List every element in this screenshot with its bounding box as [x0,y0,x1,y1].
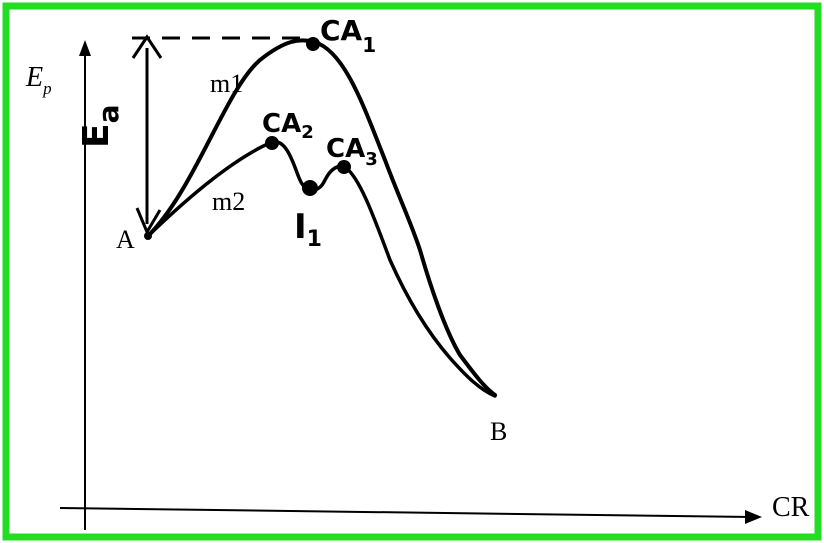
activation-energy-arrow-bottom-icon [135,207,162,236]
label-m1: m1 [210,69,243,98]
label-point-a: A [116,225,135,254]
label-ca2: CA2 [262,109,314,143]
label-i1: I1 [294,207,322,252]
label-m2: m2 [212,187,245,216]
point-ca3-marker [337,160,351,174]
point-ca2-marker [265,136,279,150]
x-axis-label: CR [772,492,810,523]
activation-energy-arrow-top-icon [131,34,163,59]
point-i1-marker [302,180,318,196]
label-ca1: CA1 [320,14,376,57]
curve-m1 [145,38,497,397]
label-ca3: CA3 [326,134,378,170]
x-axis-arrowhead-icon [745,510,762,524]
activation-energy-label: Ea [76,105,125,149]
point-ca1-marker [306,37,320,51]
y-axis-label: Ep [25,62,52,98]
y-axis-arrowhead-icon [79,40,91,56]
curve-m2 [145,140,497,398]
point-a-marker [144,232,152,240]
label-point-b: B [490,417,507,446]
x-axis [59,507,753,518]
